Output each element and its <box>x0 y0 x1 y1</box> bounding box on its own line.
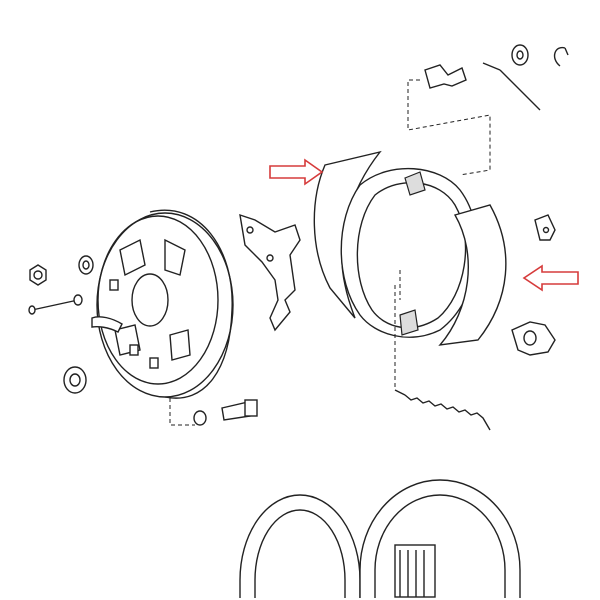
arrow-right <box>522 264 579 292</box>
return-spring <box>394 285 491 431</box>
shoe-assembly <box>340 167 479 338</box>
parking-lever <box>239 213 301 332</box>
brake-shoe-right <box>438 204 507 346</box>
backing-plate <box>91 209 234 399</box>
arrow-left <box>269 158 324 186</box>
small-parts-top-right <box>407 44 569 356</box>
bottom-assembly <box>239 479 521 598</box>
small-parts-left <box>28 255 258 426</box>
